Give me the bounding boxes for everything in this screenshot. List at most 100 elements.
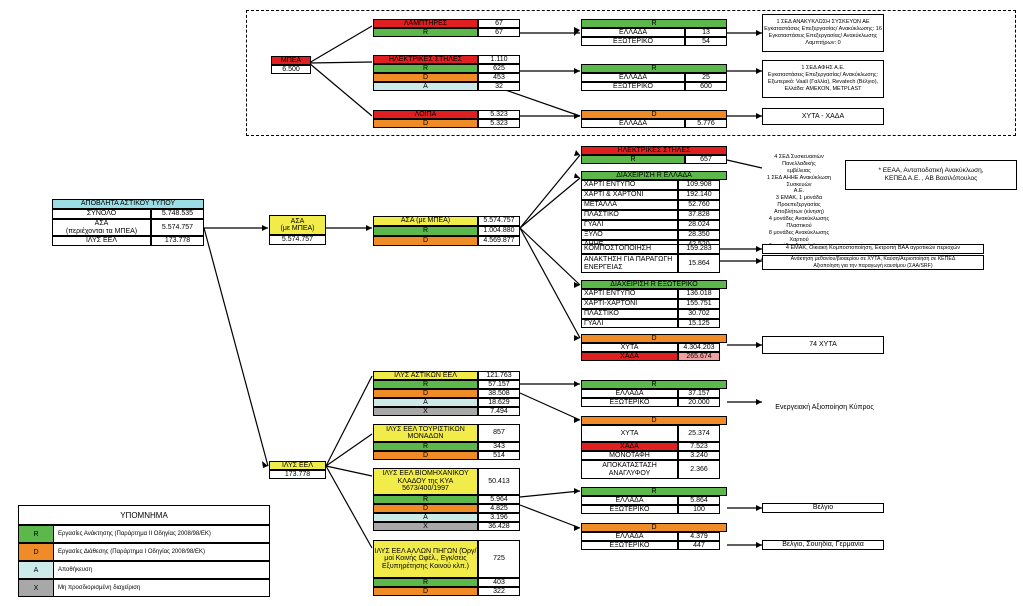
- ilys-allon-label: ΙΛΥΣ ΕΕΛ ΑΛΛΩΝ ΠΗΓΩΝ (Όργ/μοί Κοινής Ωφέ…: [373, 540, 478, 578]
- top-d1-row-label: ΕΛΛΑΔΑ: [581, 119, 685, 128]
- apovlita-row-label: ΣΥΝΟΛΟ: [52, 209, 151, 219]
- r-exoteriko-row-value: 30.702: [678, 309, 720, 319]
- db-title: D: [581, 523, 727, 532]
- ilektrikes-value: 1.110: [478, 55, 520, 64]
- top-r2-row-label: ΕΞΩΤΕΡΙΚΟ: [581, 82, 685, 91]
- ilys-astikon-row-value: 57.157: [478, 380, 520, 389]
- db-row-label: ΕΛΛΑΔΑ: [581, 532, 678, 541]
- ilys-vio-row-label: D: [373, 504, 478, 513]
- ilys-tour-row-label: D: [373, 451, 478, 460]
- d-main-row-label: ΧΥΤΑ: [581, 343, 678, 352]
- legend-key: X: [19, 580, 54, 596]
- apovlita-row-value: 5.574.757: [151, 219, 204, 236]
- ilys-value: 173.778: [269, 470, 326, 479]
- r-exoteriko-row-label: ΠΛΑΣΤΙΚΟ: [581, 309, 678, 319]
- asa2-row-label: R: [373, 226, 478, 236]
- ra-row-value: 20.000: [678, 398, 720, 407]
- ilys-vio-label: ΙΛΥΣ ΕΕΛ ΒΙΟΜΗΧΑΝΙΚΟΥ ΚΛΑΔΟΥ της ΚΥΑ 567…: [373, 468, 478, 495]
- il-st-r-value: 657: [685, 155, 727, 164]
- d-main-title: D: [581, 334, 727, 343]
- ilys-allon-row-label: R: [373, 578, 478, 587]
- top-r2-row-label: ΕΛΛΑΔΑ: [581, 73, 685, 82]
- note-velgio: Βέλγιο: [762, 503, 884, 513]
- ilys-tour-row-value: 343: [478, 442, 520, 451]
- ilektrikes-row-value: 453: [478, 73, 520, 82]
- ilys-vio-row-label: X: [373, 522, 478, 531]
- ilys-astikon-value: 121.763: [478, 371, 520, 380]
- lamptires-value: 67: [478, 19, 520, 28]
- il-st-r-label: R: [581, 155, 685, 164]
- asa2-row-label: D: [373, 236, 478, 246]
- apovlita-row-label: ΙΛΥΣ ΕΕΛ: [52, 236, 151, 246]
- ilys-astikon-row-label: A: [373, 398, 478, 407]
- ilys-vio-row-label: A: [373, 513, 478, 522]
- ilys-tour-row-value: 514: [478, 451, 520, 460]
- da-row-label: ΜΟΝΟΤΑΦΗ: [581, 451, 678, 460]
- top-note-xyta-xada: ΧΥΤΑ - ΧΑΔΑ: [762, 108, 884, 125]
- r-ellada-row-value: 109.908: [678, 180, 720, 190]
- legend-text: Εργασίες Διάθεσης (Παράρτημα Ι Οδηγίας 2…: [58, 549, 205, 555]
- ilys-astikon-row-label: D: [373, 389, 478, 398]
- r-ellada-row-label: ΚΟΜΠΟΣΤΟΠΟΙΗΣΗ: [581, 244, 678, 254]
- note-74-xyta: 74 ΧΥΤΑ: [762, 336, 884, 354]
- ilys-astikon-row-value: 38.508: [478, 389, 520, 398]
- top-r2-title: R: [581, 64, 727, 73]
- legend-title: ΥΠΟΜΝΗΜΑ: [18, 505, 270, 525]
- note-velgio-souidia-germania: Βέλγιο, Σουηδία, Γερμανία: [762, 540, 884, 550]
- ilektrikes-row-label: A: [373, 82, 478, 91]
- legend-key: A: [19, 562, 54, 578]
- mpea-value: 6.500: [271, 65, 311, 74]
- ilektrikes-row-value: 625: [478, 64, 520, 73]
- ilys-tour-label: ΙΛΥΣ ΕΕΛ ΤΟΥΡΙΣΤΙΚΩΝ ΜΟΝΑΔΩΝ: [373, 424, 478, 442]
- ilys-tour-row-label: R: [373, 442, 478, 451]
- r-ellada-row-value: 52.760: [678, 200, 720, 210]
- asa2-label: ΑΣΑ (με ΜΠΕΑ): [373, 216, 478, 226]
- legend-row: A Αποθήκευση: [18, 561, 270, 579]
- rb-row-label: ΕΛΛΑΔΑ: [581, 496, 678, 505]
- ilys-astikon-label: ΙΛΥΣ ΑΣΤΙΚΩΝ ΕΕΛ: [373, 371, 478, 380]
- db-row-value: 4.379: [678, 532, 720, 541]
- top-r1-title: R: [581, 19, 727, 28]
- note-energeia: Ανάκτηση μεθανίου/βιοαερίου σε ΧΥΤΑ, Καύ…: [762, 255, 984, 270]
- loipa-value: 5.323: [478, 110, 520, 119]
- r-ellada-row-value: 15.864: [678, 254, 720, 273]
- ilys-allon-row-label: D: [373, 587, 478, 596]
- ilektrikes-row-value: 32: [478, 82, 520, 91]
- da-row-label: ΧΥΤΑ: [581, 425, 678, 442]
- asa-value: 5.574.757: [269, 235, 326, 245]
- d-main-row-value: 265.674: [678, 352, 720, 361]
- ra-row-value: 37.157: [678, 389, 720, 398]
- lamptires-label: ΛΑΜΠΤΗΡΕΣ: [373, 19, 478, 28]
- ra-row-label: ΕΛΛΑΔΑ: [581, 389, 678, 398]
- asa2-value: 5.574.757: [478, 216, 520, 226]
- ilektrikes-label: ΗΛΕΚΤΡΙΚΕΣ ΣΤΗΛΕΣ: [373, 55, 478, 64]
- r-ellada-row-label: ΠΛΑΣΤΙΚΟ: [581, 210, 678, 220]
- da-row-label: ΑΠΟΚΑΤΑΣΤΑΣΗ ΑΝΑΓΛΥΦΟΥ: [581, 460, 678, 479]
- mpea-label: ΜΠΕΑ: [271, 56, 311, 65]
- mpea-frame: [246, 10, 1016, 136]
- note-kypros: Ενεργειακή Αξιοποίηση Κύπρος: [775, 404, 874, 412]
- lamptires-r-value: 67: [478, 28, 520, 37]
- loipa-d-label: D: [373, 119, 478, 128]
- da-row-value: 25.374: [678, 425, 720, 442]
- top-note-sed-syskevon: 1 ΣΕΔ ΑΝΑΚΥΚΛΩΣΗ ΣΥΣΚΕΥΩΝ ΑΕ Εγκαταστάσε…: [762, 14, 884, 52]
- r-ellada-row-value: 28.350: [678, 230, 720, 240]
- ilys-vio-row-value: 4.825: [478, 504, 520, 513]
- asa-label: ΑΣΑ (με ΜΠΕΑ): [269, 215, 326, 235]
- legend-text: Μη προσδιορισμένη διαχείριση: [58, 585, 141, 591]
- r-ellada-row-label: ΓΥΑΛΙ: [581, 220, 678, 230]
- loipa-label: ΛΟΙΠΑ: [373, 110, 478, 119]
- r-exoteriko-row-label: ΓΥΑΛΙ: [581, 319, 678, 328]
- apovlita-row-value: 5.748.535: [151, 209, 204, 219]
- da-row-value: 2.366: [678, 460, 720, 479]
- top-r2-row-value: 25: [685, 73, 727, 82]
- top-d1-row-value: 5.776: [685, 119, 727, 128]
- d-main-row-value: 4.304.203: [678, 343, 720, 352]
- r-ellada-row-value: 28.024: [678, 220, 720, 230]
- da-row-value: 3.240: [678, 451, 720, 460]
- legend-row: X Μη προσδιορισμένη διαχείριση: [18, 579, 270, 597]
- top-r1-row-label: ΕΛΛΑΔΑ: [581, 28, 685, 37]
- da-title: D: [581, 416, 727, 425]
- top-note-sed-afis: 1 ΣΕΔ ΑΦΗΣ Α.Ε. Εγκαταστάσεις Επεξεργασί…: [762, 60, 884, 98]
- r-ellada-row-label: ΜΕΤΑΛΛΑ: [581, 200, 678, 210]
